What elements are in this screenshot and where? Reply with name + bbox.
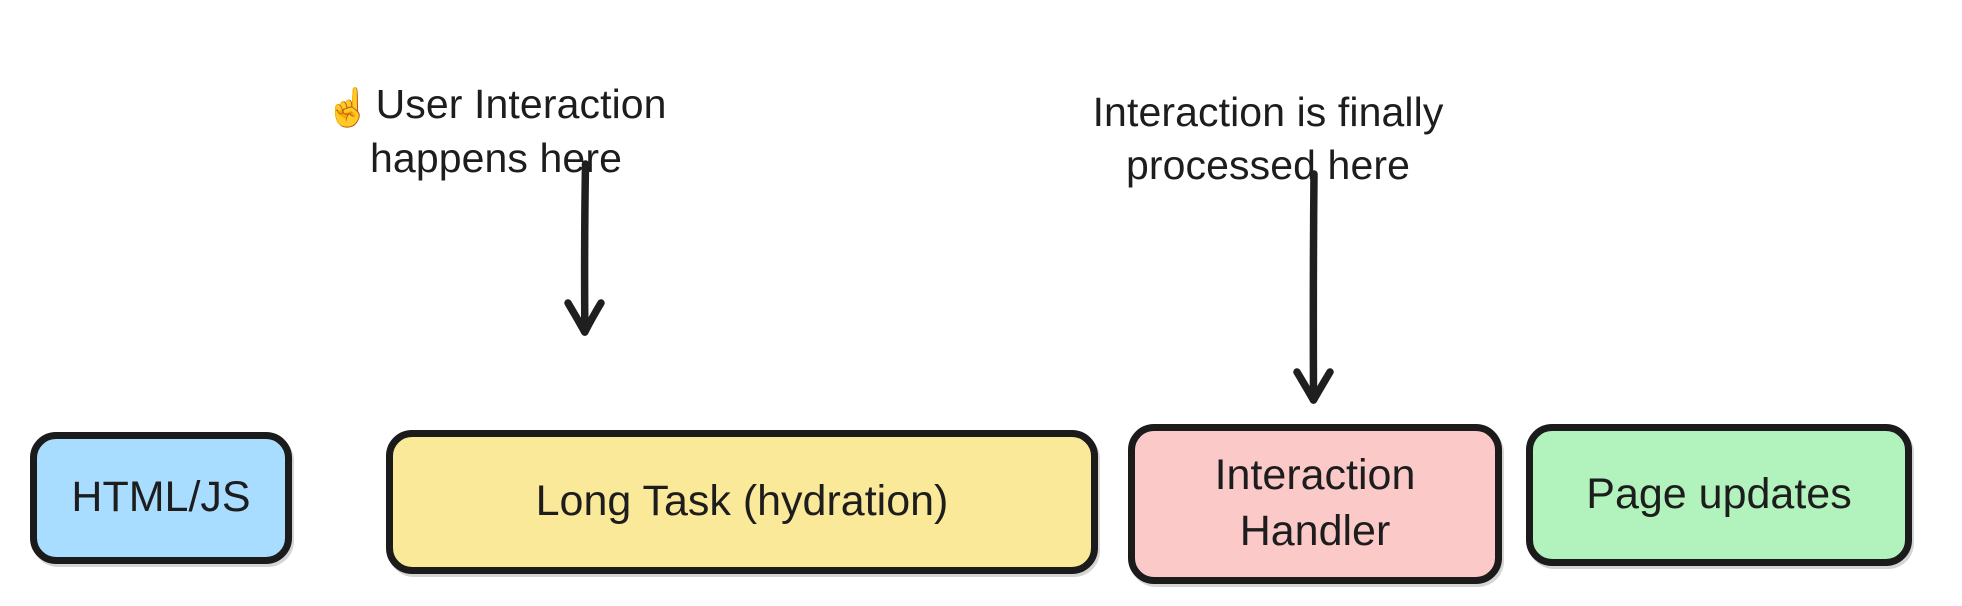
arrow-to-long-task (564, 160, 605, 336)
annotation-user-interaction: ☝️User Interaction happens here (286, 26, 706, 184)
node-page-updates[interactable]: Page updates (1526, 424, 1912, 566)
arrow-to-interaction-handler (1293, 170, 1334, 404)
node-html-js-label: HTML/JS (71, 473, 251, 522)
node-long-task[interactable]: Long Task (hydration) (386, 430, 1098, 574)
annotation-interaction-processed: Interaction is finally processed here (1048, 34, 1488, 191)
node-long-task-label: Long Task (hydration) (535, 477, 949, 526)
node-html-js[interactable]: HTML/JS (30, 432, 292, 564)
index-pointing-up-icon: ☝️ (325, 87, 372, 129)
node-interaction-handler-label: Interaction Handler (1214, 451, 1416, 555)
node-interaction-handler[interactable]: Interaction Handler (1128, 424, 1502, 584)
node-page-updates-label: Page updates (1586, 470, 1852, 519)
annotation-user-interaction-text: User Interaction happens here (370, 81, 667, 181)
annotation-interaction-processed-text: Interaction is finally processed here (1092, 89, 1444, 188)
